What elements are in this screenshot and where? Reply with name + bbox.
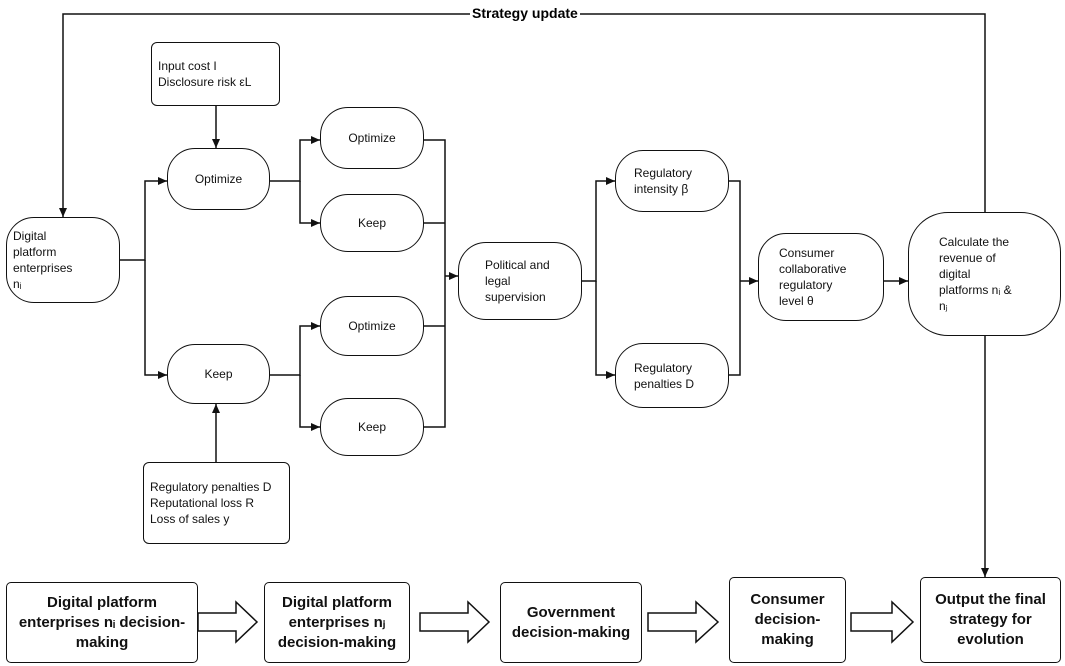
regulatory-penalties-label: Regulatory penalties D <box>150 480 272 494</box>
political-line3: supervision <box>485 290 546 304</box>
flow-step-1-line3: making <box>75 633 129 651</box>
digital-platform-node: Digital platform enterprises nᵢ <box>6 217 120 303</box>
flow-step-3-line1: Government <box>526 603 616 621</box>
flow-arrow-4 <box>850 600 915 644</box>
regulatory-penalties-line2: penalties D <box>634 376 695 391</box>
nj-keep-node-2: Keep <box>320 398 424 456</box>
flow-step-government-decision: Government decision-making <box>500 582 642 663</box>
political-line1: Political and <box>485 258 550 272</box>
regulatory-intensity-node: Regulatory intensity β <box>615 150 729 212</box>
regulatory-penalties-node: Regulatory penalties D <box>615 343 729 408</box>
flow-arrow-3 <box>647 600 720 644</box>
consumer-regulatory-node: Consumer collaborative regulatory level … <box>758 233 884 321</box>
ni-optimize-node: Optimize <box>167 148 270 210</box>
flow-step-4-line1: Consumer <box>750 591 825 608</box>
calculate-line1: Calculate the <box>939 235 1010 249</box>
input-cost-label: Input cost I <box>158 59 217 73</box>
flow-step-2-line3: decision-making <box>277 633 397 651</box>
calculate-line2: revenue of <box>939 251 996 265</box>
regulatory-penalties-line1: Regulatory <box>634 360 693 375</box>
flow-step-consumer-decision: Consumer decision- making <box>729 577 846 663</box>
flow-step-output-strategy: Output the final strategy for evolution <box>920 577 1061 663</box>
split-from-ni-optimize <box>270 136 320 182</box>
flow-step-3-line2: decision-making <box>511 623 631 641</box>
flow-step-1-line2: enterprises nᵢ decision- <box>18 613 186 631</box>
calculate-line5: nⱼ <box>939 299 948 313</box>
split-from-political <box>582 177 615 282</box>
consumer-line4: level θ <box>779 294 814 308</box>
political-supervision-node: Political and legal supervision <box>458 242 582 320</box>
flow-step-4-line2: decision- <box>754 611 821 628</box>
split-from-ni-keep <box>270 322 320 376</box>
digital-platform-line3: enterprises <box>13 261 73 275</box>
reputational-loss-label: Reputational loss R <box>150 496 255 510</box>
nj-optimize-node-1: Optimize <box>320 107 424 169</box>
consumer-line1: Consumer <box>779 246 835 260</box>
calculate-line4: platforms nᵢ & <box>939 283 1012 297</box>
flow-step-5-line1: Output the final <box>935 591 1046 608</box>
ni-keep-node: Keep <box>167 344 270 404</box>
calculate-line3: digital <box>939 267 971 281</box>
strategy-update-label: Strategy update <box>470 5 580 21</box>
calculate-revenue-node: Calculate the revenue of digital platfor… <box>908 212 1061 336</box>
flow-arrow-1 <box>197 600 259 644</box>
flow-step-ni-decision: Digital platform enterprises nᵢ decision… <box>6 582 198 663</box>
digital-platform-line1: Digital <box>13 229 47 243</box>
regulatory-intensity-line2: intensity β <box>634 182 689 196</box>
input-cost-box: Input cost I Disclosure risk εL <box>151 42 280 106</box>
regulatory-intensity-line1: Regulatory <box>634 166 693 180</box>
flow-step-5-line2: strategy for <box>949 611 1032 628</box>
merge-to-consumer <box>729 180 741 376</box>
flow-step-5-line3: evolution <box>957 631 1024 648</box>
flow-step-1-line1: Digital platform <box>46 593 157 611</box>
penalties-input-box: Regulatory penalties D Reputational loss… <box>143 462 290 544</box>
flow-step-nj-decision: Digital platform enterprises nⱼ decision… <box>264 582 410 663</box>
flow-step-4-line3: making <box>761 631 814 648</box>
disclosure-risk-label: Disclosure risk εL <box>158 75 252 89</box>
flow-step-2-line1: Digital platform <box>281 593 392 611</box>
flow-arrow-2 <box>419 600 491 644</box>
flow-step-2-line2: enterprises nⱼ <box>288 613 386 631</box>
digital-platform-line4: nᵢ <box>13 277 22 291</box>
loss-of-sales-label: Loss of sales y <box>150 512 230 526</box>
consumer-line2: collaborative <box>779 262 847 276</box>
split-from-digital-platform <box>120 177 167 261</box>
nj-keep-node-1: Keep <box>320 194 424 252</box>
merge-to-political <box>424 139 446 428</box>
consumer-line3: regulatory <box>779 278 833 292</box>
nj-optimize-node-2: Optimize <box>320 296 424 356</box>
digital-platform-line2: platform <box>13 245 57 259</box>
political-line2: legal <box>485 274 511 288</box>
